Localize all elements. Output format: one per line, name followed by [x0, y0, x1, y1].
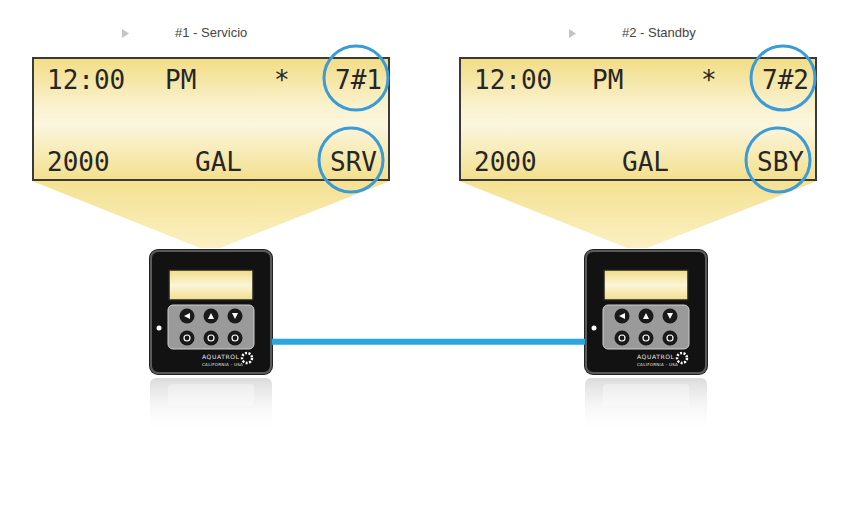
key-button [615, 331, 630, 346]
logo-gear [242, 353, 252, 363]
key-button [180, 331, 195, 346]
brand-logo: CALIFORNIA - USA [202, 362, 243, 367]
lcd-readout: 2000 [47, 145, 110, 179]
key-button [228, 309, 243, 324]
lcd-display: 12:00 PM * 7#1 2000 GAL SRV [32, 57, 390, 181]
controller-face [592, 270, 690, 363]
lcd-readout: 2000 [474, 145, 537, 179]
status-led [592, 326, 597, 331]
controller-unit: AQUATROL CALIFORNIA - USA [585, 250, 707, 374]
key-button [639, 309, 654, 324]
controller-face [157, 270, 255, 363]
lcd-readout: GAL [195, 145, 242, 179]
key-button [204, 331, 219, 346]
logo-gear [677, 353, 687, 363]
key-button [663, 309, 678, 324]
lcd-readout: SRV [330, 145, 377, 179]
controller-unit: AQUATROL CALIFORNIA - USA [150, 250, 272, 374]
key-symbol [643, 313, 649, 319]
keypad-reflection [603, 384, 689, 406]
device-reflection [585, 378, 707, 434]
lcd-readout: PM [592, 63, 623, 97]
lcd-readout: PM [165, 63, 196, 97]
key-symbol [619, 313, 625, 319]
bullet-triangle [569, 29, 576, 38]
lcd-display: 12:00 PM * 7#2 2000 GAL SBY [459, 57, 817, 181]
zoom-fan [459, 181, 817, 248]
key-button [615, 309, 630, 324]
key-symbol [184, 313, 190, 319]
key-symbol [667, 335, 673, 341]
highlight-circle [746, 128, 810, 192]
keypad [168, 305, 254, 349]
lcd-readout: 7#1 [335, 63, 382, 97]
brand-logo: AQUATROL [637, 353, 674, 360]
lcd-readout: * [274, 63, 290, 97]
key-symbol [643, 335, 649, 341]
mini-screen [604, 270, 688, 300]
keypad-reflection [168, 384, 254, 406]
section-heading: #1 - Servicio [175, 25, 247, 40]
mini-screen [169, 270, 253, 300]
lcd-readout: 12:00 [47, 63, 125, 97]
highlight-circle [319, 128, 383, 192]
key-button [228, 331, 243, 346]
status-led [157, 326, 162, 331]
key-button [204, 309, 219, 324]
brand-logo: CALIFORNIA - USA [637, 362, 678, 367]
key-symbol [667, 313, 673, 319]
key-button [663, 331, 678, 346]
key-symbol [232, 313, 238, 319]
zoom-fan [32, 181, 390, 248]
brand-logo: AQUATROL [202, 353, 239, 360]
key-symbol [208, 335, 214, 341]
highlight-circle [751, 46, 815, 110]
keypad [603, 305, 689, 349]
link-cable [272, 339, 585, 345]
key-symbol [208, 313, 214, 319]
key-symbol [184, 335, 190, 341]
key-symbol [232, 335, 238, 341]
key-button [639, 331, 654, 346]
highlight-circle [324, 46, 388, 110]
key-button [180, 309, 195, 324]
lcd-readout: 7#2 [762, 63, 809, 97]
device-reflection [150, 378, 272, 434]
section-heading: #2 - Standby [622, 25, 696, 40]
lcd-readout: 12:00 [474, 63, 552, 97]
lcd-readout: SBY [757, 145, 804, 179]
key-symbol [619, 335, 625, 341]
lcd-readout: * [701, 63, 717, 97]
lcd-readout: GAL [622, 145, 669, 179]
bullet-triangle [122, 29, 129, 38]
